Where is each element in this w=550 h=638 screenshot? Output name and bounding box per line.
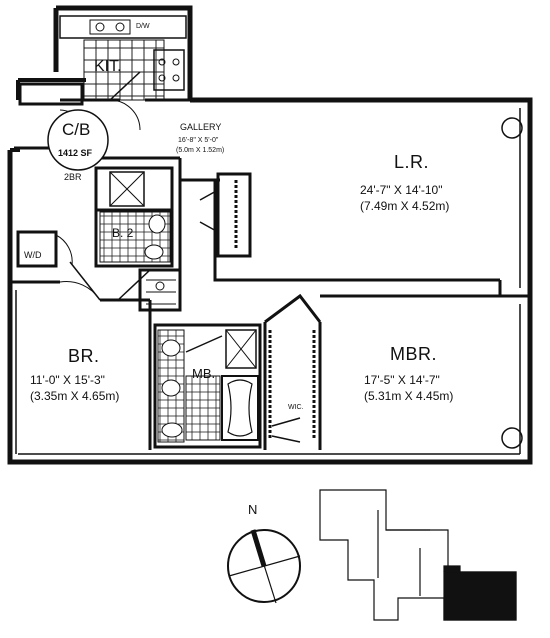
bedroom-name: BR. bbox=[68, 346, 100, 366]
master-bedroom-dims-metric: (5.31m X 4.45m) bbox=[364, 389, 454, 403]
exterior-walls bbox=[7, 5, 533, 465]
unit-bedrooms: 2BR bbox=[64, 172, 82, 182]
gallery-label: GALLERY bbox=[180, 122, 222, 132]
compass-north-label: N bbox=[248, 502, 258, 517]
living-room-name: L.R. bbox=[394, 152, 430, 172]
bedroom-dims-imperial: 11'-0" X 15'-3" bbox=[30, 373, 105, 387]
master-bedroom-dims-imperial: 17'-5" X 14'-7" bbox=[364, 373, 440, 387]
gallery-dims-imperial: 16'-8" X 5'-0" bbox=[178, 137, 219, 144]
living-room-dims-metric: (7.49m X 4.52m) bbox=[360, 199, 450, 213]
master-bedroom-name: MBR. bbox=[390, 344, 437, 364]
washer-dryer-label: W/D bbox=[24, 250, 42, 260]
kitchen-label: KIT. bbox=[94, 58, 122, 75]
bedroom-dims-metric: (3.35m X 4.65m) bbox=[30, 389, 120, 403]
dishwasher-label: D/W bbox=[136, 23, 150, 30]
gallery-dims-metric: (5.0m X 1.52m) bbox=[176, 147, 225, 154]
living-room-dims-imperial: 24'-7" X 14'-10" bbox=[360, 183, 443, 197]
unit-area: 1412 SF bbox=[58, 148, 93, 158]
walk-in-closet-label: WIC. bbox=[288, 404, 304, 411]
master-bath-label: MB. bbox=[192, 366, 216, 381]
key-plan bbox=[319, 489, 517, 621]
fixtures bbox=[47, 15, 523, 449]
bath-2-label: B. 2 bbox=[112, 226, 134, 240]
unit-label: C/B bbox=[62, 120, 91, 139]
compass-rose bbox=[227, 529, 301, 604]
